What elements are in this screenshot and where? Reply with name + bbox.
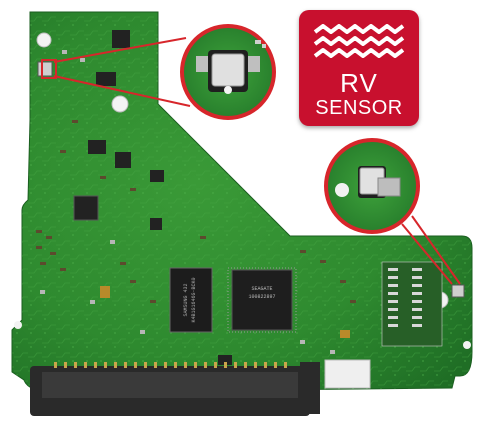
chip-label: SEAGATE bbox=[251, 286, 272, 292]
chip-label: SAMSUNG 432 bbox=[183, 283, 189, 316]
sensor-callout-lower bbox=[324, 138, 461, 285]
badge-subtitle: SENSOR bbox=[315, 97, 403, 119]
circuit-board: SEAGATE 100822897 SAMSUNG 432 K4B1G1646G… bbox=[11, 11, 473, 416]
rv-sensor-badge: RV SENSOR bbox=[299, 10, 419, 126]
badge-title: RV bbox=[340, 68, 378, 98]
vibration-wave-icon bbox=[313, 24, 405, 58]
chip-label: 100822897 bbox=[248, 294, 275, 300]
sensor-callout-upper bbox=[41, 24, 276, 120]
chip-label: K4B1G1646G-BCK0 bbox=[191, 277, 197, 322]
